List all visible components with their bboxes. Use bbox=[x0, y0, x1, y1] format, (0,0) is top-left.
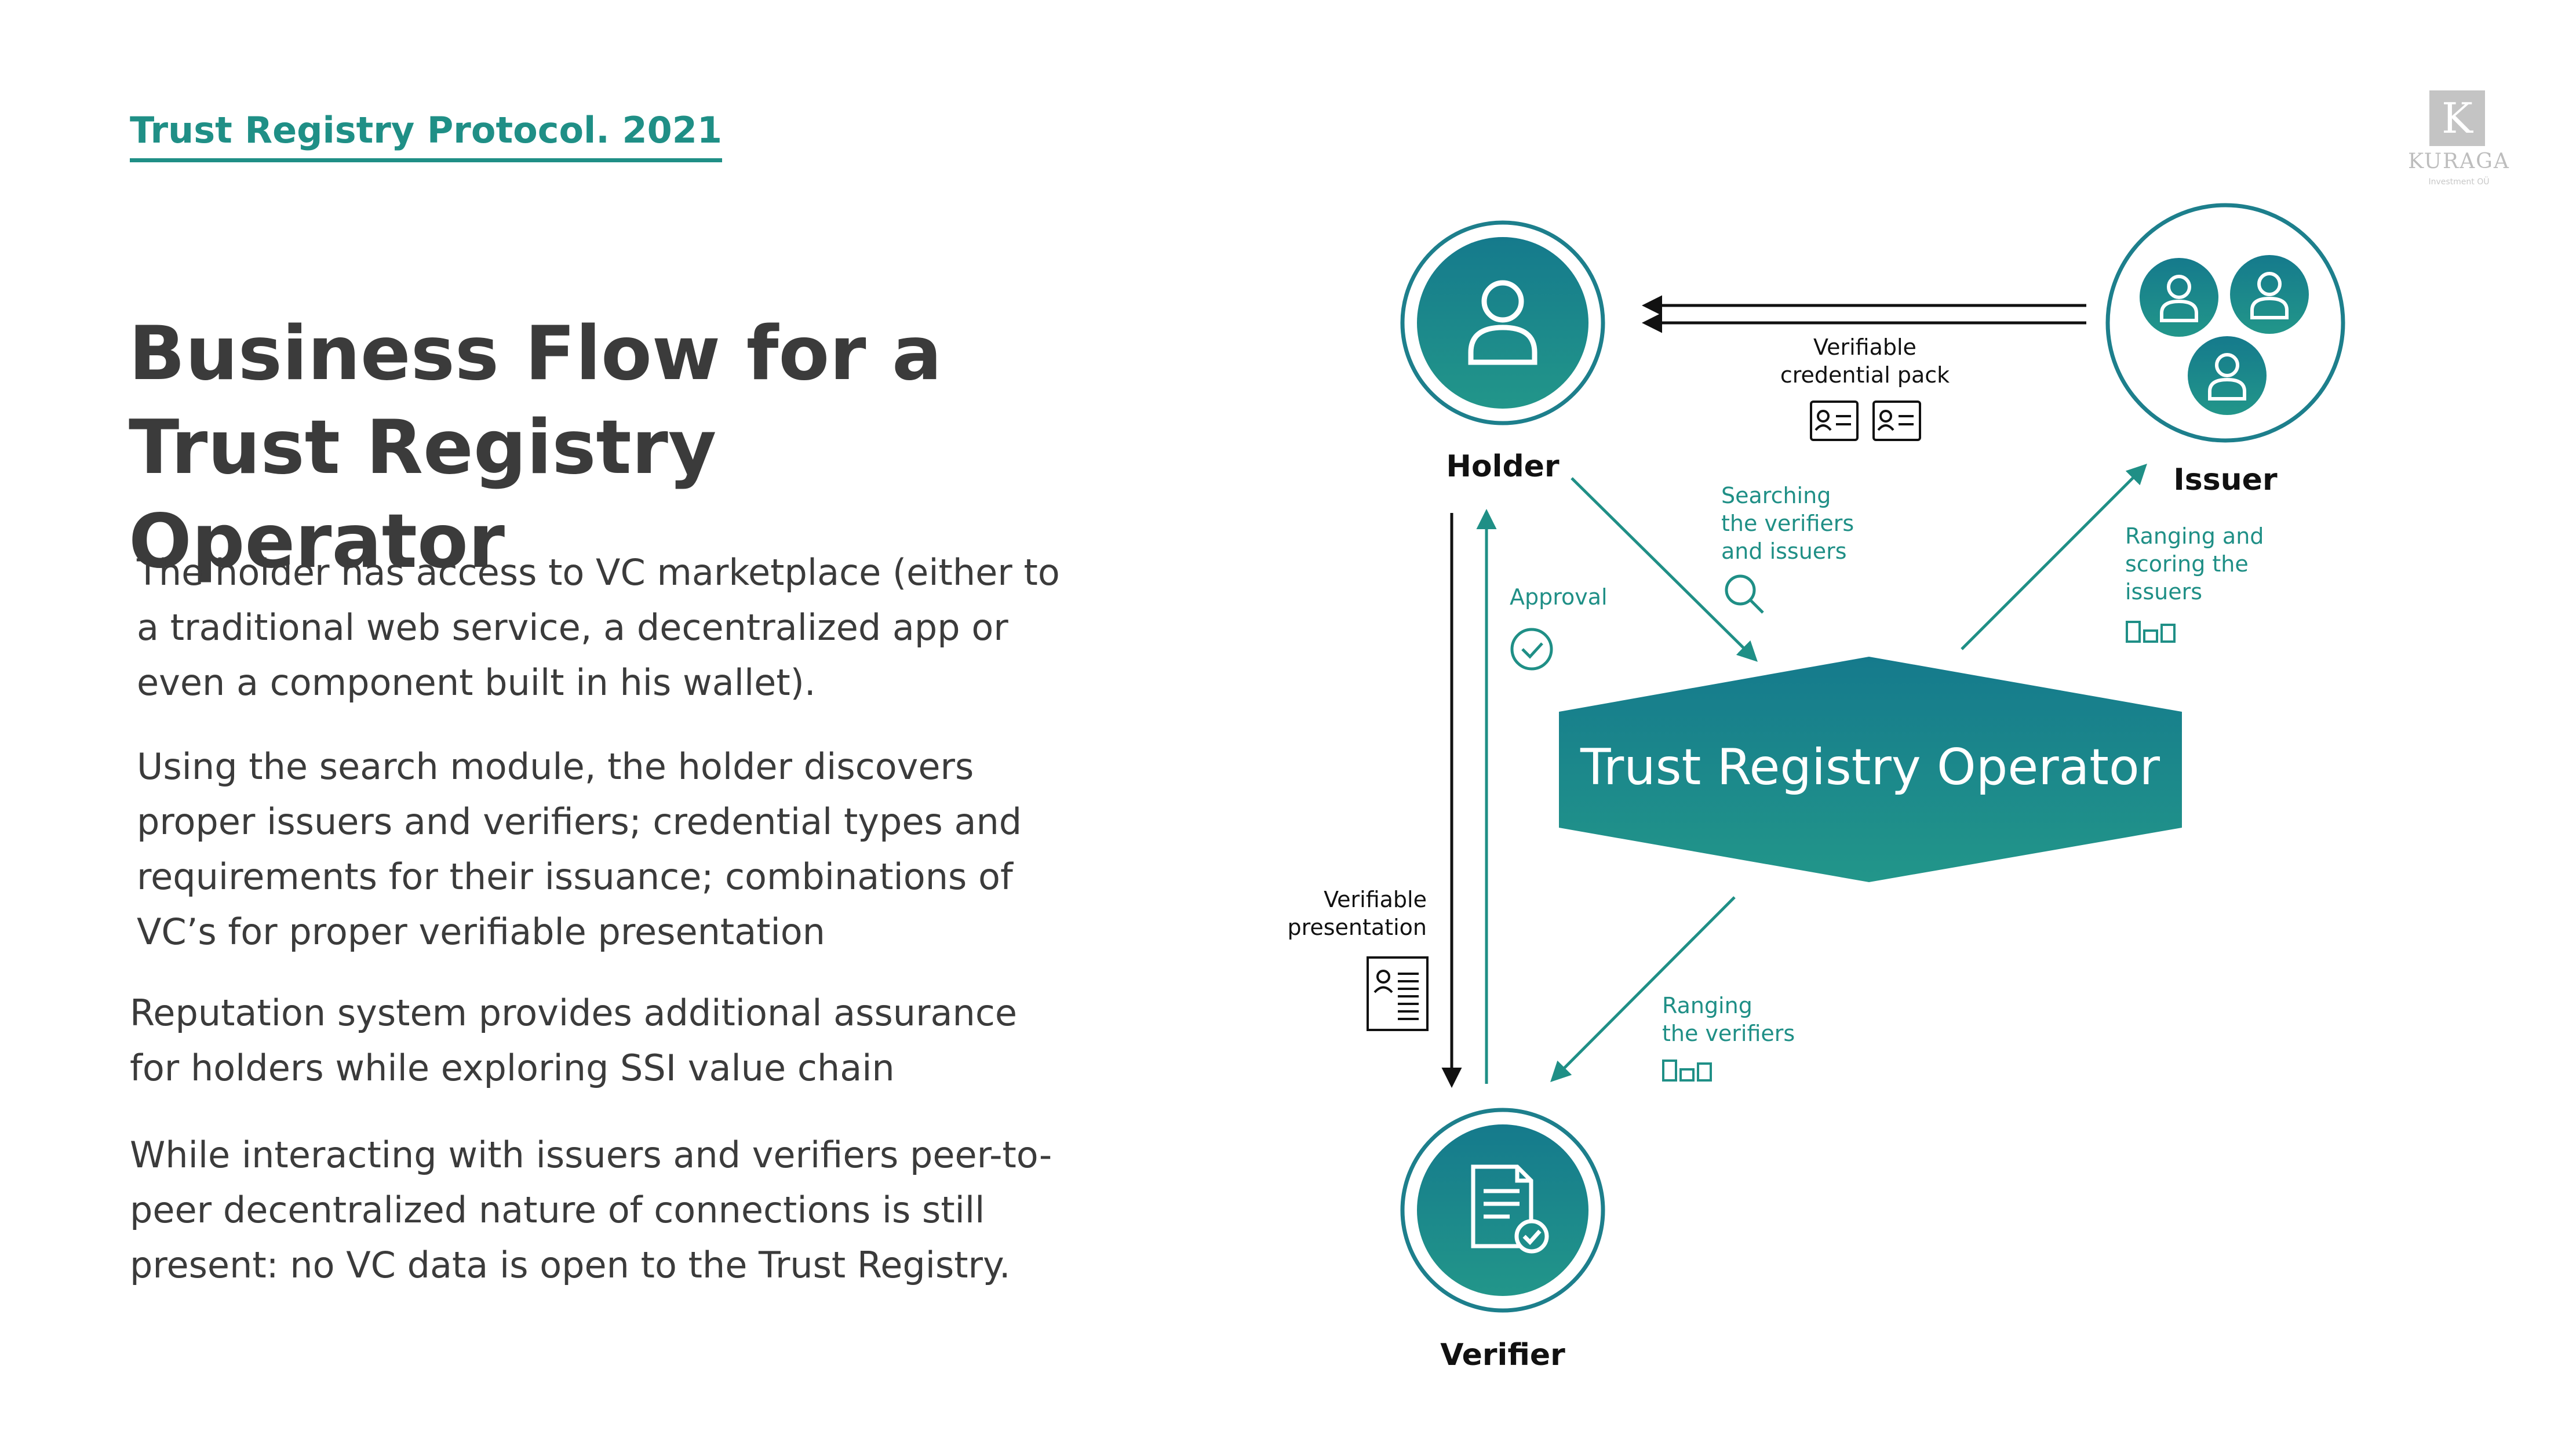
verifier-node: Verifier bbox=[1400, 1108, 1605, 1372]
ranging-verifiers-label-line1: Ranging bbox=[1662, 993, 1752, 1018]
credential-pack-label-line1: Verifiable bbox=[1813, 334, 1916, 360]
users-group-icon bbox=[2140, 255, 2309, 415]
ranging-issuers-label-line1: Ranging and bbox=[2125, 523, 2264, 549]
paragraph-p2p: While interacting with issuers and verif… bbox=[130, 1134, 1052, 1286]
ranging-issuers-arrow: Ranging and scoring the issuers bbox=[1961, 464, 2264, 650]
searching-label-line1: Searching bbox=[1721, 483, 1831, 508]
document-icon bbox=[1367, 956, 1429, 1031]
rating-bars-icon bbox=[2126, 621, 2176, 643]
rating-bars-icon bbox=[1662, 1060, 1712, 1082]
presentation-label-line2: presentation bbox=[1287, 915, 1427, 940]
ranging-issuers-label-line2: scoring the bbox=[2125, 551, 2249, 577]
ranging-verifiers-label-line2: the verifiers bbox=[1662, 1021, 1795, 1046]
issuer-node: Issuer bbox=[2105, 203, 2345, 497]
presentation-arrow: Verifiable presentation bbox=[1287, 513, 1462, 1088]
verified-document-icon bbox=[1471, 1164, 1549, 1254]
searching-label-line2: the verifiers bbox=[1721, 511, 1854, 536]
holder-label: Holder bbox=[1446, 449, 1560, 484]
operator-label: Trust Registry Operator bbox=[1580, 738, 2160, 796]
logo-name: KURAGA bbox=[2408, 150, 2510, 173]
holder-node: Holder bbox=[1400, 220, 1605, 484]
credential-pack-arrow: Verifiable credential pack bbox=[1642, 295, 2086, 441]
logo-monogram: K bbox=[2429, 90, 2485, 146]
id-card-icon bbox=[1810, 401, 1859, 441]
trust-registry-operator-node: Trust Registry Operator bbox=[1559, 657, 2182, 882]
id-card-icon bbox=[1872, 401, 1921, 441]
approval-arrow: Approval bbox=[1476, 509, 1608, 1084]
ranging-issuers-label-line3: issuers bbox=[2125, 579, 2202, 605]
page-title: Business Flow for a Trust Registry Opera… bbox=[129, 311, 942, 585]
searching-arrow: Searching the verifiers and issuers bbox=[1571, 477, 1854, 662]
section-tag: Trust Registry Protocol. 2021 bbox=[130, 109, 723, 162]
check-circle-icon bbox=[1510, 628, 1553, 671]
verifier-label: Verifier bbox=[1440, 1338, 1565, 1372]
credential-pack-label-line2: credential pack bbox=[1780, 362, 1950, 388]
logo-subtitle: Investment OÜ bbox=[2428, 177, 2490, 187]
presentation-label-line1: Verifiable bbox=[1324, 887, 1427, 912]
paragraph-marketplace: The holder has access to VC marketplace … bbox=[137, 551, 1060, 704]
user-icon bbox=[1468, 280, 1537, 365]
approval-label: Approval bbox=[1510, 584, 1608, 610]
searching-label-line3: and issuers bbox=[1721, 538, 1847, 564]
issuer-label: Issuer bbox=[2173, 463, 2278, 497]
magnifier-icon bbox=[1725, 574, 1764, 614]
paragraph-search-module: Using the search module, the holder disc… bbox=[137, 745, 1022, 953]
ranging-verifiers-arrow: Ranging the verifiers bbox=[1550, 896, 1795, 1082]
paragraph-reputation: Reputation system provides additional as… bbox=[130, 992, 1018, 1089]
